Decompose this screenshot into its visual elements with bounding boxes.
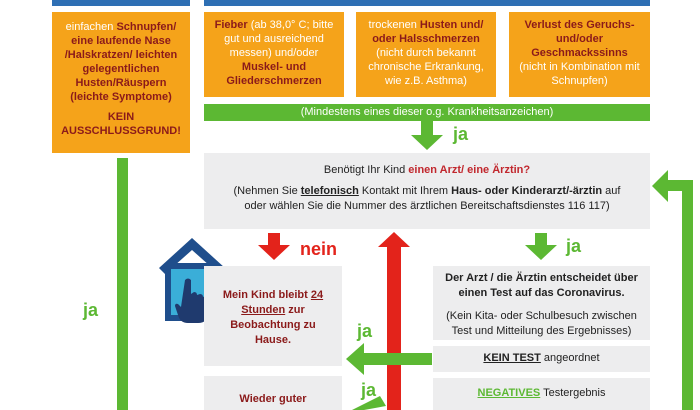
ja-label-middle: ja [357, 321, 373, 341]
doctor-q2: einen Arzt/ eine Ärztin? [408, 164, 531, 176]
cold-exclusion-note: KEIN AUSSCHLUSSGRUND! [61, 111, 181, 137]
ja-arrow-shaft-right [535, 233, 547, 247]
negative-b: Testergebnis [540, 387, 606, 399]
smell-text-b: (nicht in Kombination mit Schnupfen) [519, 61, 640, 87]
negative-test-box: NEGATIVES Testergebnis [433, 378, 650, 410]
home-text-c: zur Beobachtung zu Hause. [230, 304, 316, 346]
ja-label-top: ja [453, 124, 469, 144]
doctor-instruction: (Nehmen Sie telefonisch Kontakt mit Ihre… [222, 184, 632, 214]
cold-text-a: einfachen [65, 21, 117, 33]
doctor-q1: Benötigt Ihr Kind [323, 164, 409, 176]
ja-label-right: ja [566, 236, 582, 256]
doctor-p2: telefonisch [300, 185, 359, 197]
cold-text-c: (leichte Symptome) [70, 91, 172, 103]
right-green-line [682, 180, 693, 410]
down-arrow-shaft-top [421, 121, 433, 137]
doctor-p5: auf oder wählen Sie die Nummer des ärztl… [244, 185, 621, 212]
test-decision-box: Der Arzt / die Ärztin entscheidet über e… [433, 266, 650, 340]
no-test-box: KEIN TEST angeordnet [433, 346, 650, 372]
red-up-arrow-head [378, 232, 410, 247]
doctor-p3: Kontakt mit Ihrem [358, 185, 452, 197]
fever-text-b: (ab 38,0° C; bitte gut und ausreichend m… [224, 19, 334, 59]
better-text: Wieder guter [239, 393, 307, 405]
at-least-one-bar: (Mindestens eines dieser o.g. Krankheits… [204, 104, 650, 121]
home-text-b: 24 Stunden [241, 289, 324, 316]
nein-label: nein [300, 239, 338, 259]
negative-a: NEGATIVES [477, 387, 541, 399]
cold-text-b: Schnupfen/ eine laufende Nase /Halskratz… [64, 21, 178, 89]
fever-text-c: Muskel- und Gliederschmerzen [226, 61, 322, 87]
cough-box: trockenen Husten und/ oder Halsschmerzen… [356, 12, 496, 97]
top-bar-right [204, 0, 650, 6]
ja-label-left: ja [83, 300, 99, 320]
no-test-b: angeordnet [540, 352, 600, 364]
at-least-one-text: (Mindestens eines dieser o.g. Krankheits… [300, 106, 554, 118]
nein-arrow-head [258, 245, 290, 260]
cold-symptoms-box: einfachen Schnupfen/ eine laufende Nase … [52, 12, 190, 153]
top-bar-left [52, 0, 190, 6]
left-green-line [117, 158, 128, 410]
right-green-connector [666, 180, 693, 191]
test-note: (Kein Kita- oder Schulbesuch zwischen Te… [446, 310, 637, 337]
cough-text-c: (nicht durch bekannt chronische Erkranku… [368, 47, 484, 87]
left-arrow-shaft [362, 353, 432, 365]
better-again-box: Wieder guter [204, 376, 342, 410]
diagonal-arrow [352, 396, 386, 410]
ja-arrow-head-right [525, 245, 557, 260]
cough-text-b: Husten und/ oder Halsschmerzen [372, 19, 484, 45]
home-text-a: Mein Kind bleibt [222, 289, 311, 301]
cough-text-a: trockenen [368, 19, 420, 31]
doctor-p1: (Nehmen Sie [233, 185, 301, 197]
left-arrow-head [346, 343, 364, 375]
no-test-a: KEIN TEST [483, 352, 541, 364]
doctor-p4: Haus- oder Kinderarzt/-ärztin [451, 185, 603, 197]
smell-text-a: Verlust des Geruchs- und/oder Geschmacks… [524, 19, 635, 59]
red-up-arrow-shaft [387, 245, 401, 410]
down-arrow-head-top [411, 135, 443, 150]
fever-text-a: Fieber [214, 19, 248, 31]
doctor-question-box: Benötigt Ihr Kind einen Arzt/ eine Ärzti… [204, 153, 650, 229]
smell-box: Verlust des Geruchs- und/oder Geschmacks… [509, 12, 650, 97]
stay-home-box: Mein Kind bleibt 24 Stunden zur Beobacht… [204, 266, 342, 366]
fever-box: Fieber (ab 38,0° C; bitte gut und ausrei… [204, 12, 344, 97]
ja-label-bottom: ja [361, 380, 377, 400]
nein-arrow-shaft [268, 233, 280, 247]
right-arrow-head [652, 170, 668, 202]
doctor-question: Benötigt Ihr Kind einen Arzt/ eine Ärzti… [222, 163, 632, 178]
test-decision-text: Der Arzt / die Ärztin entscheidet über e… [445, 272, 638, 299]
